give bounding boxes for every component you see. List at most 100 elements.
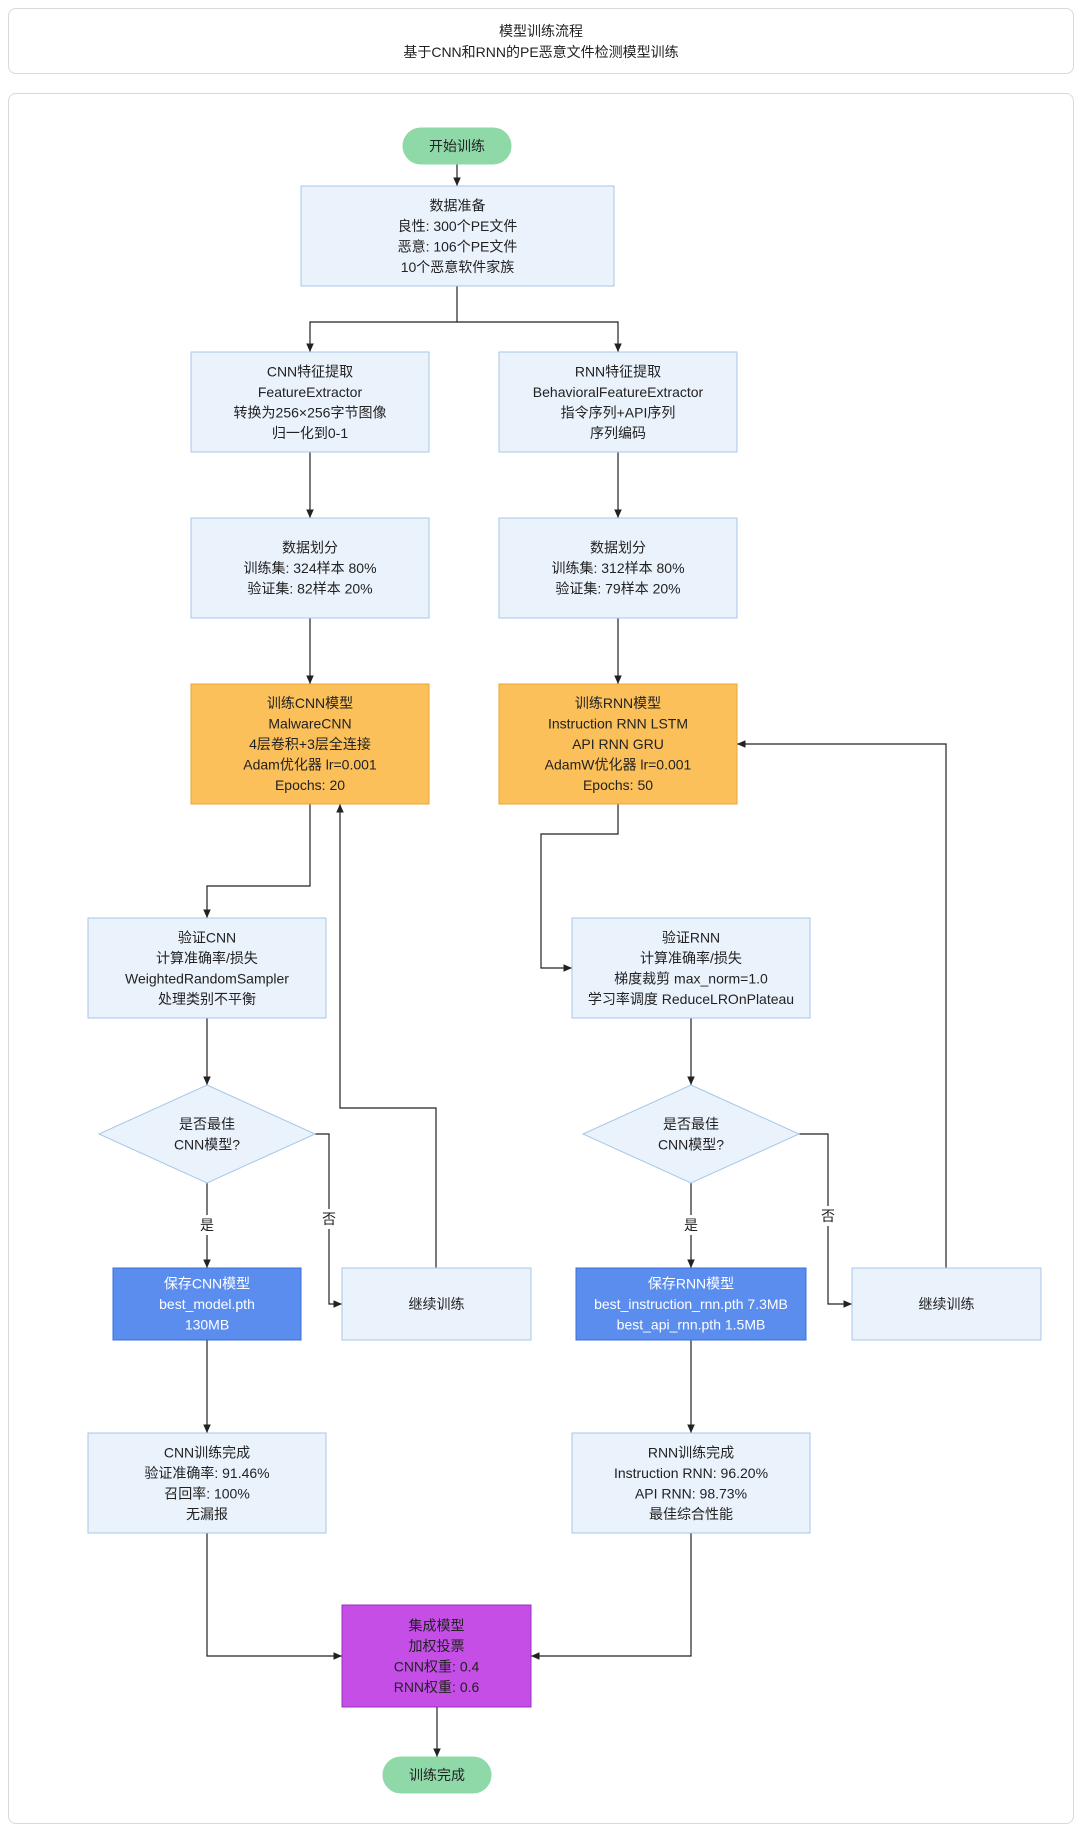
node-text-line: 验证RNN [662,929,720,945]
node-shape [190,683,430,805]
node-text-line: RNN训练完成 [648,1444,734,1460]
node-text-line: Epochs: 50 [583,777,653,793]
node-shape [571,1432,811,1534]
node-rnn-continue: 继续训练 [851,1267,1042,1341]
node-text-line: 保存CNN模型 [164,1276,250,1292]
node-rnn-feat: RNN特征提取BehavioralFeatureExtractor指令序列+AP… [498,351,738,453]
header-panel: 模型训练流程 基于CNN和RNN的PE恶意文件检测模型训练 [8,8,1074,74]
node-text-line: best_api_rnn.pth 1.5MB [617,1317,766,1333]
node-text-line: 数据划分 [282,540,338,556]
node-text-line: API RNN GRU [572,736,664,752]
node-text-line: RNN权重: 0.6 [394,1679,480,1695]
node-text-line: 恶意: 106个PE文件 [398,238,518,254]
node-text-line: 梯度裁剪 max_norm=1.0 [614,970,768,986]
edge-label-bg [198,1215,216,1235]
node-text-line: CNN特征提取 [267,363,353,379]
node-text-line: 数据准备 [430,197,486,213]
terminal-shape [382,1756,492,1794]
node-cnn-continue: 继续训练 [341,1267,532,1341]
node-rnn-done: RNN训练完成 Instruction RNN: 96.20% API RNN: 9… [571,1432,811,1534]
node-text-line: 计算准确率/损失 [156,950,258,966]
node-shape [87,1432,327,1534]
edge-label-rnn-yes: 是 [684,1217,698,1233]
node-shape [300,185,615,287]
diagram-title: 模型训练流程 [499,23,583,39]
node-cnn-val: 验证CNN 计算准确率/损失 WeightedRandomSampler 处理类别不平… [87,917,327,1019]
node-text-line: 训练集: 312样本 80% [551,560,684,576]
node-text-line: FeatureExtractor [258,384,363,400]
node-text-line: 验证CNN [178,929,236,945]
node-text-line: 召回率: 100% [164,1485,250,1501]
node-text-line: 继续训练 [409,1296,465,1312]
node-text-line: best_model.pth [159,1296,255,1312]
node-text-line: 保存RNN模型 [648,1276,734,1292]
node-text-line: 无漏报 [186,1506,228,1522]
node-text-line: Adam优化器 lr=0.001 [243,757,377,773]
node-text-line: 130MB [185,1317,229,1333]
node-text-line: Instruction RNN LSTM [548,716,688,732]
node-text-line: MalwareCNN [268,716,351,732]
node-shape [87,917,327,1019]
edge-cnn-continue-loop [336,804,437,1268]
node-text-line: 计算准确率/损失 [640,950,742,966]
node-text-line: 继续训练 [919,1296,975,1312]
edge-rnn-done-to-ensemble [531,1533,692,1660]
node-text-line: 训练集: 324样本 80% [243,560,376,576]
edge-label-cnn-no: 否 [322,1211,336,1227]
node-text-line: AdamW优化器 lr=0.001 [545,757,692,773]
node-text-line: 训练RNN模型 [575,695,661,711]
node-start: 开始训练 [402,127,512,165]
node-text-line: CNN模型? [174,1136,240,1152]
node-text-line: 是否最佳 [179,1116,235,1132]
edge-rnn-continue-loop [737,740,947,1268]
node-text-line: 加权投票 [409,1638,465,1654]
node-shape [498,351,738,453]
decision-shape [581,1084,801,1184]
edge-label-bg [320,1209,338,1229]
node-text-line: Epochs: 20 [275,777,345,793]
terminal-shape [402,127,512,165]
node-text-line: 训练完成 [409,1767,465,1783]
node-text-line: 4层卷积+3层全连接 [249,736,371,752]
node-text-line: CNN模型? [658,1136,724,1152]
node-text-line: Instruction RNN: 96.20% [614,1465,768,1481]
node-text-line: 数据划分 [590,540,646,556]
flow-edge-labels: 是是否否 [198,1206,837,1235]
node-shape [498,517,738,619]
decision-shape [97,1084,317,1184]
node-shape [575,1267,807,1341]
node-text-line: CNN权重: 0.4 [394,1658,480,1674]
node-text-line: API RNN: 98.73% [635,1485,747,1501]
node-text-line: 指令序列+API序列 [561,404,676,420]
node-text-line: BehavioralFeatureExtractor [533,384,704,400]
node-shape [190,351,430,453]
node-text-line: 处理类别不平衡 [158,991,256,1007]
node-text-line: 转换为256×256字节图像 [234,404,387,420]
node-shape [851,1267,1042,1341]
node-text-line: 良性: 300个PE文件 [398,218,518,234]
node-shape [112,1267,302,1341]
node-text-line: 学习率调度 ReduceLROnPlateau [588,991,794,1007]
edge-label-bg [682,1215,700,1235]
edge-rnn-train-to-val [540,804,619,972]
edge-label-cnn-yes: 是 [200,1217,214,1233]
node-cnn-best: 是否最佳 CNN模型? [97,1084,317,1184]
node-text-line: 序列编码 [590,425,646,441]
node-text-line: 开始训练 [429,138,485,154]
edge-label-bg [819,1206,837,1226]
node-text-line: CNN训练完成 [164,1444,250,1460]
node-text-line: WeightedRandomSampler [125,970,289,986]
node-shape [190,517,430,619]
node-shape [341,1267,532,1341]
node-text-line: 10个恶意软件家族 [401,259,515,275]
